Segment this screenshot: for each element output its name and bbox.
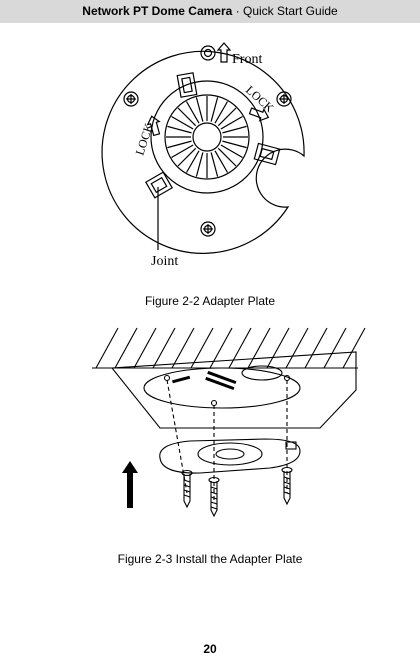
ceiling-template	[143, 367, 301, 409]
alignment-line	[166, 379, 188, 494]
mount-slot	[176, 72, 198, 98]
hub-spoke	[220, 115, 243, 130]
header-separator: ·	[232, 4, 243, 18]
hub-spoke	[217, 107, 237, 127]
adapter-plate-figure: Front LOCK LOCK Joint	[101, 42, 305, 269]
hatch-line	[114, 327, 138, 369]
hatch-line	[133, 327, 157, 369]
screw-hole	[276, 91, 292, 107]
hub-spoke	[167, 125, 192, 134]
page-number: 20	[203, 642, 217, 656]
front-marker-circle	[200, 45, 216, 61]
hub-spoke	[185, 150, 200, 173]
hatch-line	[95, 327, 119, 369]
hatch-line	[304, 327, 328, 369]
screw	[181, 469, 193, 509]
mount-slot-inner	[181, 76, 193, 94]
screw-hole	[200, 221, 216, 237]
joint-slot-inner	[150, 176, 168, 194]
hub-spoke	[167, 140, 192, 149]
lock-arrow-right	[248, 107, 270, 122]
hub-spoke	[171, 115, 194, 130]
label-joint: Joint	[151, 254, 178, 269]
screw	[208, 476, 220, 518]
hub-outer-ring	[150, 80, 264, 194]
page-header: Network PT Dome Camera · Quick Start Gui…	[0, 0, 420, 23]
ceiling-plane	[110, 351, 357, 429]
hatch-line	[247, 327, 271, 369]
hatch-line	[209, 327, 233, 369]
figure-2-3-caption: Figure 2-3 Install the Adapter Plate	[117, 552, 303, 566]
hatch-line	[342, 327, 366, 369]
hub-spoke	[214, 150, 229, 173]
mount-slot	[253, 142, 281, 166]
header-product-name: Network PT Dome Camera	[82, 4, 233, 18]
hatch-line	[171, 327, 195, 369]
hub-spoke	[214, 101, 229, 124]
hub-spoke	[171, 144, 194, 159]
hub-spoke	[177, 107, 197, 127]
upward-arrow-icon	[122, 461, 138, 508]
front-arrow	[216, 42, 232, 63]
hatch-line	[323, 327, 347, 369]
figure-2-2-caption: Figure 2-2 Adapter Plate	[144, 294, 276, 308]
hatch-line	[228, 327, 252, 369]
header-guide-title: Quick Start Guide	[243, 4, 338, 18]
screw-hole	[123, 91, 139, 107]
hatch-line	[152, 327, 176, 369]
hub-spoke	[195, 152, 204, 177]
hatch-line	[285, 327, 309, 369]
label-front: Front	[232, 52, 262, 67]
hub-spoke	[222, 125, 247, 134]
template-markings	[172, 370, 237, 391]
hub-spokes	[166, 96, 248, 178]
install-adapter-plate-figure	[92, 327, 366, 518]
hub-spoke	[217, 147, 237, 167]
screw	[281, 466, 293, 506]
hub-spoke	[177, 147, 197, 167]
hub-spoke	[220, 144, 243, 159]
lock-arrow-left	[146, 115, 161, 137]
adapter-plate-perspective	[159, 438, 301, 474]
hub-center	[192, 122, 222, 152]
hub-spoke	[210, 152, 219, 177]
ceiling-hatching	[95, 327, 366, 369]
hub-spoke	[185, 101, 200, 124]
hub-spoke	[195, 97, 204, 122]
adapter-hub	[197, 442, 263, 466]
adapter-plate-outline	[101, 50, 305, 254]
hub-spoke	[222, 140, 247, 149]
hatch-line	[190, 327, 214, 369]
mount-slot-inner	[259, 147, 275, 161]
hatch-line	[266, 327, 290, 369]
joint-slot	[145, 171, 173, 199]
hub-inner-ring	[164, 94, 250, 180]
hub-spoke	[210, 97, 219, 122]
